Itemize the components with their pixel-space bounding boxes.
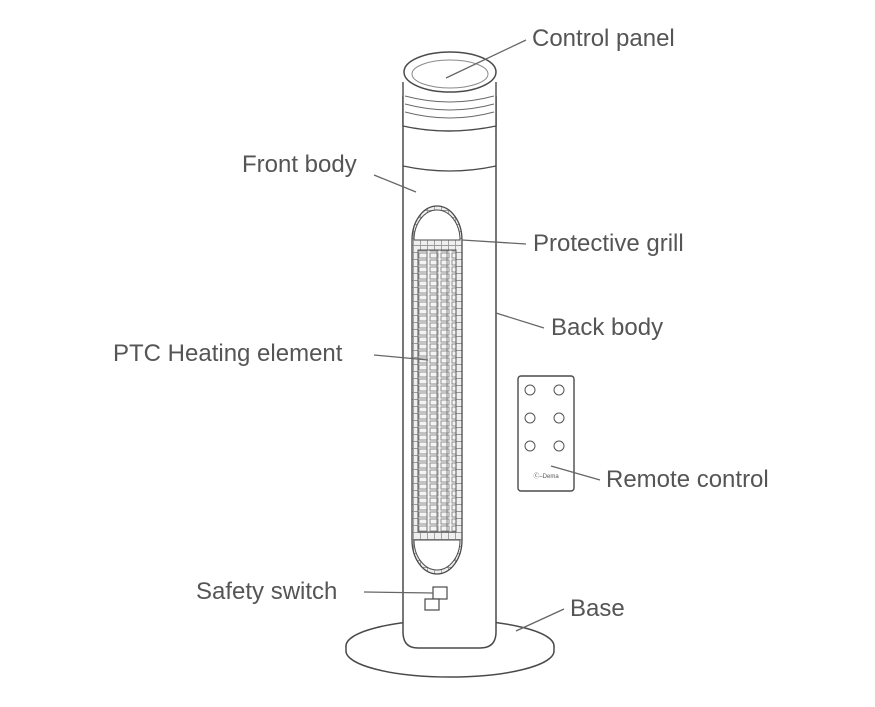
leader-control-panel [445, 39, 527, 79]
label-front-body: Front body [242, 151, 357, 178]
label-protective-grill: Protective grill [533, 230, 684, 257]
leader-base [515, 608, 565, 632]
ptc-heating-element-shape [417, 249, 457, 533]
leader-remote-control [550, 465, 601, 481]
remote-button-power-icon [524, 384, 536, 396]
label-back-body: Back body [551, 314, 664, 341]
leader-back-body [495, 312, 545, 329]
remote-button-mode-icon [524, 412, 536, 424]
remote-control-shape: Ⓒ–Dema [517, 375, 575, 492]
remote-brand: Ⓒ–Dema [533, 472, 559, 480]
leader-protective-grill [461, 239, 527, 245]
leader-front-body [373, 174, 417, 193]
label-remote-control: Remote control [606, 466, 769, 493]
label-ptc-heating-element: PTC Heating element [113, 340, 343, 367]
remote-button-oscillate-icon [553, 412, 565, 424]
label-safety-switch: Safety switch [196, 578, 338, 605]
label-control-panel: Control panel [532, 25, 675, 52]
control-panel-shape [402, 51, 497, 132]
remote-button-plus-icon [553, 440, 565, 452]
remote-button-timer-icon [553, 384, 565, 396]
remote-button-minus-icon [524, 440, 536, 452]
leader-safety-switch [363, 591, 434, 594]
label-base: Base [570, 595, 625, 622]
leader-ptc-heating [373, 354, 429, 361]
leader-lines [363, 39, 601, 632]
